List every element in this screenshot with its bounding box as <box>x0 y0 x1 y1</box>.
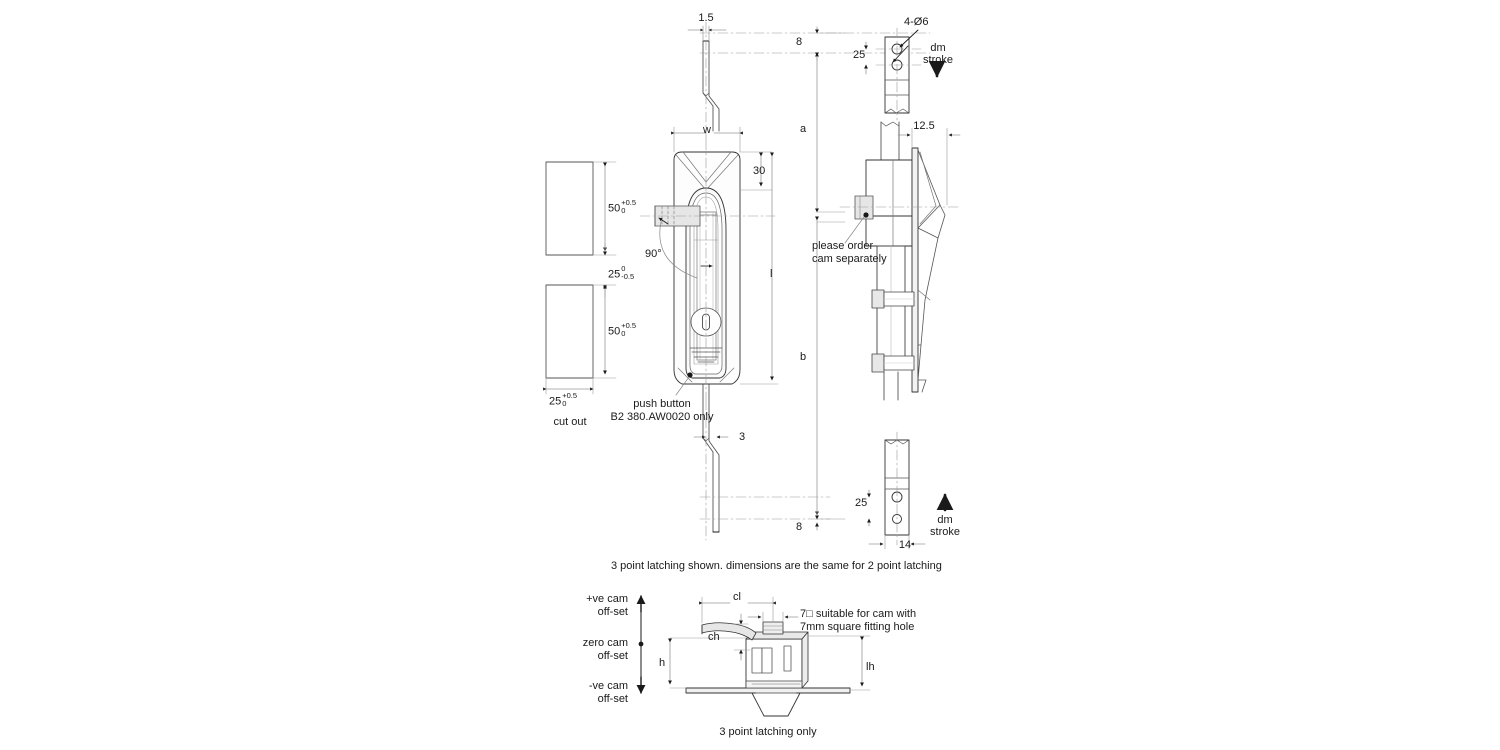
cutout-dim-bottom-lower: 0 <box>621 328 626 338</box>
three-point-only-caption: 3 point latching only <box>719 726 817 738</box>
rod-thickness-bottom-label: 3 <box>739 431 746 443</box>
cutout-caption: cut out <box>553 416 587 428</box>
cam-offset-positive-line2: off-set <box>597 606 628 618</box>
cam-detail-diagram <box>636 595 871 717</box>
cutout-dim-mid-upper: 0 <box>621 264 626 273</box>
cam-offset-zero-line1: zero cam <box>582 637 628 649</box>
cutout-dim-width-lower: 0 <box>562 398 567 408</box>
cutout-diagram <box>543 161 617 395</box>
height-lh-label: lh <box>866 661 875 673</box>
side-depth-label: 12.5 <box>913 120 935 132</box>
cam-height-label: ch <box>708 631 720 643</box>
handle-length-label: l <box>770 268 773 280</box>
stroke-top-line1: dm <box>930 42 946 54</box>
cam-offset-negative-line2: off-set <box>597 693 628 705</box>
cam-offset-negative-line1: -ve cam <box>588 680 628 692</box>
cutout-dim-bottom-upper: +0.5 <box>621 321 637 330</box>
dimension-chain-ab <box>699 26 931 531</box>
dim-b-label: b <box>800 351 807 363</box>
cam-order-note-line2: cam separately <box>812 253 887 265</box>
cutout-dim-mid-lower: -0.5 <box>621 271 635 281</box>
rotation-angle-label: 90° <box>645 248 662 260</box>
offset-bottom-label: 8 <box>796 521 803 533</box>
pitch-bottom-label: 25 <box>855 497 868 509</box>
square-fit-note-line1: 7□ suitable for cam with <box>800 608 917 620</box>
cam-order-note-line1: please order <box>812 240 874 252</box>
cutout-dim-width-upper: +0.5 <box>562 391 578 400</box>
push-button-note-line1: push button <box>633 398 691 410</box>
cutout-dim-top-lower: 0 <box>621 205 626 215</box>
front-view-handle <box>639 126 779 401</box>
dim-a-label: a <box>800 123 807 135</box>
cam-length-label: cl <box>733 591 741 603</box>
bottom-rod-bracket <box>867 431 954 550</box>
cam-offset-zero-line2: off-set <box>597 650 628 662</box>
stroke-bottom-line2: stroke <box>930 526 960 538</box>
height-h-label: h <box>659 657 666 669</box>
side-view-handle <box>839 121 961 401</box>
cutout-dim-top-upper: +0.5 <box>621 198 637 207</box>
offset-top-label: 8 <box>796 36 803 48</box>
stroke-top-line2: stroke <box>923 54 953 66</box>
front-view-bottom-rod <box>675 376 831 541</box>
push-button-note-line2: B2 380.AW0020 only <box>610 411 714 423</box>
handle-width-label: w <box>703 124 711 136</box>
pitch-top-label: 25 <box>853 49 866 61</box>
rod-thickness-top-label: 1.5 <box>698 12 714 24</box>
head-height-label: 30 <box>753 165 766 177</box>
bracket-width-label: 14 <box>898 539 912 551</box>
three-point-note-caption: 3 point latching shown. dimensions are t… <box>611 560 942 572</box>
hole-callout-label: 4-Ø6 <box>904 16 929 28</box>
front-view-top-rod <box>687 21 727 141</box>
top-rod-bracket <box>864 27 946 121</box>
cam-offset-positive-line1: +ve cam <box>586 593 628 605</box>
square-fit-note-line2: 7mm square fitting hole <box>800 621 915 633</box>
stroke-bottom-line1: dm <box>937 514 953 526</box>
